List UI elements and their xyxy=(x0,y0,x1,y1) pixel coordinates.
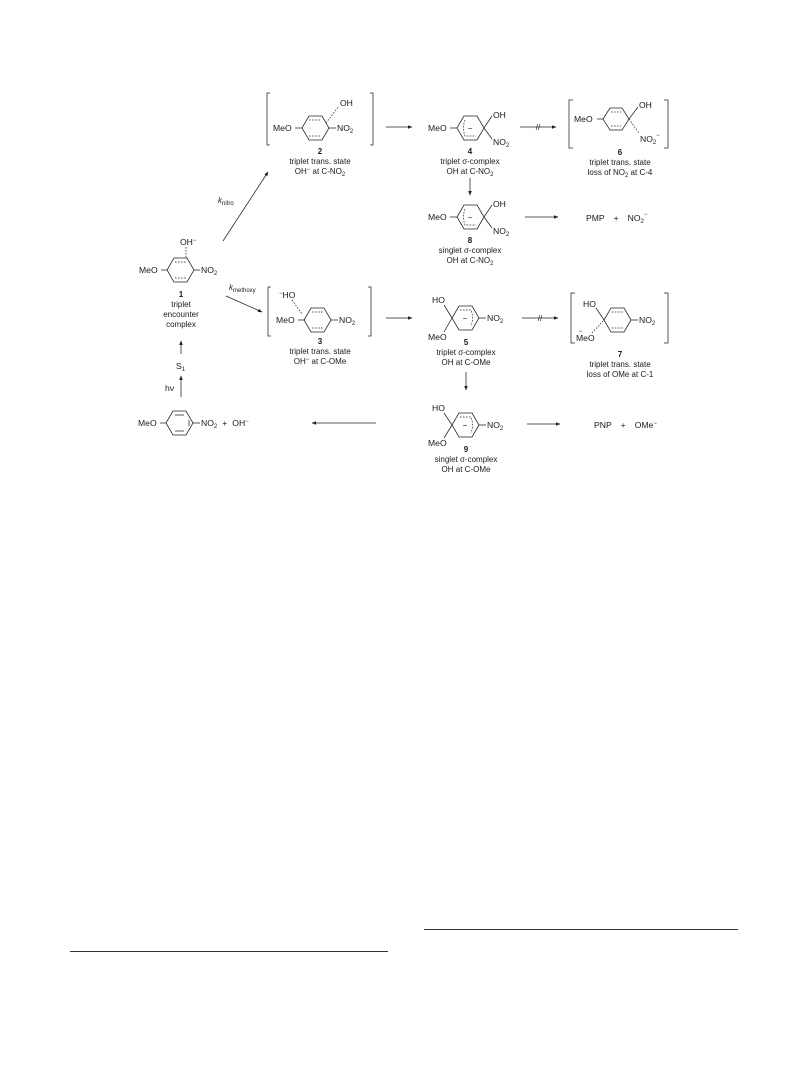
caption-line-2: OH− at C-NO2 xyxy=(295,167,346,178)
hydroxyl-label: HO xyxy=(583,299,596,309)
hv-label: hν xyxy=(165,383,174,393)
caption-line-3: complex xyxy=(166,320,196,329)
methoxy-label: MeO xyxy=(138,418,157,428)
caption-line-2: loss of OMe at C-1 xyxy=(587,370,654,379)
caption-line-1: triplet trans. state xyxy=(289,157,351,166)
nitro-label: NO2 xyxy=(337,123,354,135)
compound-4: MeO − OH NO2 4 triplet σ-complex OH at C… xyxy=(428,110,510,178)
right-column-rule xyxy=(424,929,738,930)
ring-charge: − xyxy=(463,421,468,430)
caption-line-1: triplet xyxy=(171,300,191,309)
nitro-label: NO2 xyxy=(487,313,504,325)
nitro-label: NO2− xyxy=(640,133,660,146)
caption-line-2: encounter xyxy=(163,310,199,319)
caption-line-2: OH at C-NO2 xyxy=(447,256,495,267)
caption-line-1: singlet σ-complex xyxy=(439,246,502,255)
methoxy-label: MeO xyxy=(428,438,447,448)
nitro-label: NO2 xyxy=(639,315,656,327)
compound-number: 3 xyxy=(318,337,323,346)
caption-line-1: triplet σ-complex xyxy=(440,157,499,166)
left-column-rule xyxy=(70,951,388,952)
caption-line-1: triplet trans. state xyxy=(289,347,351,356)
methoxy-label: −MeO xyxy=(576,329,595,343)
nitro-label: NO2 xyxy=(201,265,218,277)
compound-2: MeO NO2 OH 2 triplet trans. state OH− at… xyxy=(266,92,374,178)
arrow-1-to-2 xyxy=(222,171,269,242)
hydroxide-label: OH− xyxy=(180,237,197,247)
hydroxyl-label: HO xyxy=(432,295,445,305)
nitro-label: NO2 xyxy=(493,226,510,238)
hydroxyl-label: OH xyxy=(639,100,652,110)
compound-number: 9 xyxy=(464,445,469,454)
k-methoxy-label: kmethoxy xyxy=(229,283,256,294)
compound-8: MeO − OH NO2 8 singlet σ-complex OH at C… xyxy=(428,199,510,267)
hydroxyl-label: HO xyxy=(432,403,445,413)
compound-5: HO MeO − NO2 5 triplet σ-complex OH at C… xyxy=(428,295,504,367)
hydroxyl-label: OH xyxy=(493,199,506,209)
compound-3: −HO MeO NO2 3 triplet trans. state OH− a… xyxy=(267,286,372,366)
caption-line-2: OH at C-OMe xyxy=(442,465,491,474)
compound-1: OH− MeO NO2 1 triplet encounter complex xyxy=(139,237,218,329)
caption-line-1: triplet trans. state xyxy=(589,158,651,167)
methoxy-label: MeO xyxy=(428,123,447,133)
methoxy-label: MeO xyxy=(428,212,447,222)
ring-charge: − xyxy=(463,314,468,323)
compound-7: HO −MeO NO2 7 triplet trans. state loss … xyxy=(570,292,669,379)
arrow-1-to-3 xyxy=(225,295,263,313)
hydroxyl-label: OH xyxy=(493,110,506,120)
compound-number: 8 xyxy=(468,236,473,245)
product-pnp: PNP+OMe− xyxy=(594,420,657,430)
methoxy-label: MeO xyxy=(273,123,292,133)
nitro-label: NO2 xyxy=(487,420,504,432)
s1-label: S1 xyxy=(176,361,186,373)
caption-line-1: singlet σ-complex xyxy=(435,455,498,464)
methoxy-label: MeO xyxy=(276,315,295,325)
caption-line-1: triplet trans. state xyxy=(589,360,651,369)
ring-charge: − xyxy=(468,124,473,133)
methoxy-label: MeO xyxy=(428,332,447,342)
compound-number: 7 xyxy=(618,350,623,359)
caption-line-2: OH− at C-OMe xyxy=(294,357,347,366)
blocked-mark: // xyxy=(536,123,541,132)
ring-charge: − xyxy=(468,213,473,222)
caption-line-2: OH at C-NO2 xyxy=(447,167,495,178)
caption-line-2: loss of NO2 at C-4 xyxy=(588,168,653,179)
compound-number: 6 xyxy=(618,148,623,157)
k-nitro-label: knitro xyxy=(218,196,234,207)
nitro-label: NO2 xyxy=(493,137,510,149)
compound-9: HO MeO − NO2 9 singlet σ-complex OH at C… xyxy=(428,403,504,474)
methoxy-label: MeO xyxy=(139,265,158,275)
hydroxyl-label: OH xyxy=(340,98,353,108)
compound-number: 2 xyxy=(318,147,323,156)
compound-6: MeO OH NO2− 6 triplet trans. state loss … xyxy=(568,99,669,179)
compound-number: 1 xyxy=(179,290,184,299)
compound-number: 4 xyxy=(468,147,473,156)
reactants-label: NO2+OH− xyxy=(201,418,249,430)
product-pmp: PMP+NO2− xyxy=(586,212,648,225)
starting-material: MeO NO2+OH− xyxy=(138,410,249,436)
caption-line-2: OH at C-OMe xyxy=(442,358,491,367)
nitro-label: NO2 xyxy=(339,315,356,327)
compound-number: 5 xyxy=(464,338,469,347)
hydroxide-label: −HO xyxy=(279,290,296,300)
caption-line-1: triplet σ-complex xyxy=(436,348,495,357)
methoxy-label: MeO xyxy=(574,114,593,124)
reaction-scheme: MeO NO2 OH 2 triplet trans. state OH− at… xyxy=(138,92,669,474)
blocked-mark: // xyxy=(538,314,543,323)
